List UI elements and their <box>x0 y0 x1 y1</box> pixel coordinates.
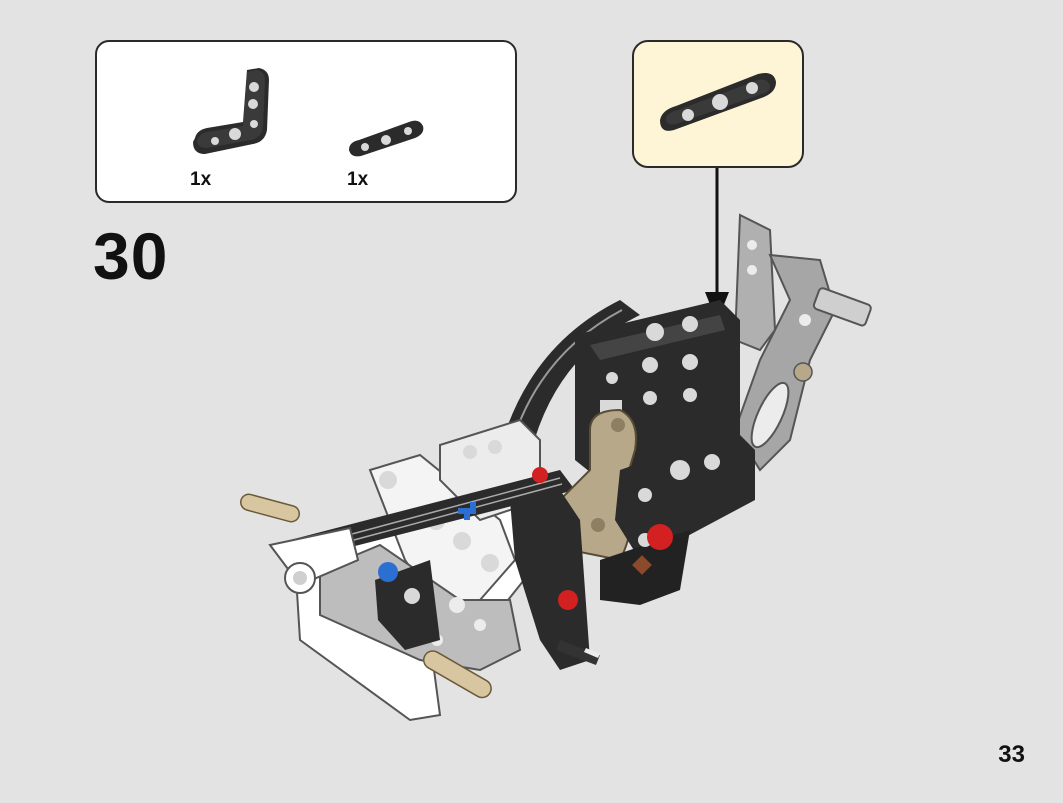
colored-pin-accents <box>458 467 548 520</box>
step-number: 30 <box>93 219 169 293</box>
gray-center-block <box>319 543 522 672</box>
black-upright-beams <box>575 300 740 480</box>
parts-list-box: 1x 1x <box>95 40 517 203</box>
tan-axle-pins <box>239 493 492 699</box>
straight-beam-part-icon <box>349 120 424 157</box>
front-black-beams <box>510 430 755 670</box>
part-quantity-1: 1x <box>190 169 212 190</box>
black-lever <box>375 560 440 650</box>
parts-icons <box>193 68 424 157</box>
white-base-beams <box>293 418 542 722</box>
sub-assembly-callout <box>632 40 804 168</box>
page-number: 33 <box>998 741 1025 768</box>
tan-connector <box>553 408 637 562</box>
placement-arrow <box>705 168 729 322</box>
gray-frame-beams <box>733 213 872 472</box>
callout-beam-icon <box>660 73 776 131</box>
gray-axle <box>556 640 600 665</box>
black-long-beam <box>290 470 575 560</box>
white-connector-left <box>268 526 360 594</box>
black-arc-beam <box>495 300 640 480</box>
part-quantity-2: 1x <box>347 169 369 190</box>
l-beam-part-icon <box>193 68 269 154</box>
